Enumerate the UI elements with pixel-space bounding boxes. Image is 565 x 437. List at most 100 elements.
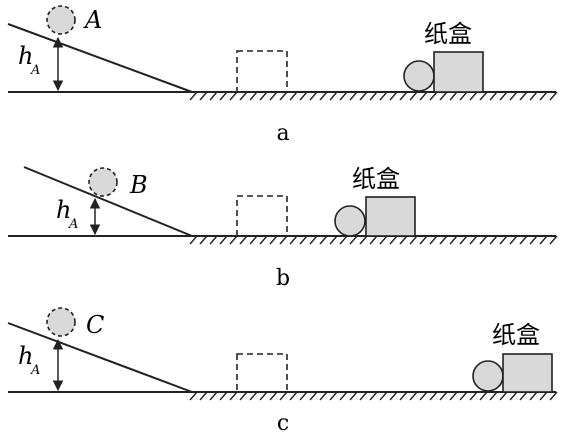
ball-label: A (83, 6, 102, 34)
hatch-tick (499, 235, 508, 245)
hatch-tick (219, 391, 228, 401)
hatch-tick (389, 235, 398, 245)
hatch-tick (399, 91, 408, 101)
height-label: h (18, 42, 33, 70)
hatch-tick (519, 391, 528, 401)
ball-at-box (472, 360, 504, 392)
hatch-tick (209, 91, 218, 101)
hatch-tick (529, 235, 538, 245)
hatch-tick (359, 391, 368, 401)
hatch-tick (439, 391, 448, 401)
panel-a: A h A 纸盒 a (7, 5, 558, 146)
hatch-tick (229, 235, 238, 245)
hatch-tick (259, 91, 268, 101)
ramp (7, 23, 193, 93)
hatch-tick (189, 391, 198, 401)
hatch-tick (189, 91, 198, 101)
hatch-tick (489, 391, 498, 401)
hatch-tick (379, 391, 388, 401)
panel-c: C h A 纸盒 c (7, 307, 558, 436)
hatch-tick (509, 391, 518, 401)
hatch-tick (469, 391, 478, 401)
hatch-tick (509, 235, 518, 245)
hatch-tick (289, 91, 298, 101)
hatch-tick (369, 235, 378, 245)
hatch-tick (389, 91, 398, 101)
hatch-tick (349, 391, 358, 401)
ground-hatching (189, 91, 558, 101)
hatch-tick (239, 391, 248, 401)
hatch-tick (279, 235, 288, 245)
hatch-tick (349, 235, 358, 245)
hatch-tick (269, 391, 278, 401)
hatch-tick (309, 91, 318, 101)
hatch-tick (459, 91, 468, 101)
hatch-tick (319, 91, 328, 101)
paper-box (433, 51, 484, 93)
box-label: 纸盒 (492, 321, 540, 349)
hatch-tick (209, 235, 218, 245)
hatch-tick (439, 235, 448, 245)
paper-box (365, 196, 416, 237)
hatch-tick (499, 91, 508, 101)
hatch-tick (369, 391, 378, 401)
hatch-tick (339, 235, 348, 245)
hatch-tick (219, 91, 228, 101)
hatch-tick (539, 235, 548, 245)
hatch-tick (419, 235, 428, 245)
height-subscript: A (30, 63, 40, 78)
box-label: 纸盒 (424, 20, 472, 48)
box-original-position (236, 50, 288, 93)
hatch-tick (419, 91, 428, 101)
box-original-position (236, 195, 288, 237)
hatch-tick (549, 91, 558, 101)
panel-b: B h A 纸盒 b (8, 165, 558, 291)
hatch-tick (399, 235, 408, 245)
hatch-tick (379, 91, 388, 101)
hatch-tick (449, 91, 458, 101)
hatch-tick (199, 91, 208, 101)
ball-start-position (46, 5, 76, 35)
hatch-tick (459, 235, 468, 245)
hatch-tick (419, 391, 428, 401)
hatch-tick (489, 91, 498, 101)
paper-box (502, 353, 553, 393)
hatch-tick (509, 91, 518, 101)
hatch-tick (549, 235, 558, 245)
hatch-tick (329, 91, 338, 101)
hatch-tick (469, 91, 478, 101)
hatch-tick (379, 235, 388, 245)
hatch-tick (489, 235, 498, 245)
hatch-tick (529, 91, 538, 101)
hatch-tick (479, 235, 488, 245)
hatch-tick (249, 235, 258, 245)
hatch-tick (339, 91, 348, 101)
hatch-tick (449, 391, 458, 401)
height-label: h (18, 342, 33, 370)
hatch-tick (239, 235, 248, 245)
height-subscript: A (68, 217, 78, 232)
panel-caption: c (277, 411, 289, 436)
hatch-tick (259, 235, 268, 245)
ball-label: C (86, 311, 104, 339)
hatch-tick (539, 91, 548, 101)
hatch-tick (289, 235, 298, 245)
hatch-tick (519, 235, 528, 245)
hatch-tick (279, 91, 288, 101)
ground-hatching (189, 391, 558, 401)
hatch-tick (329, 391, 338, 401)
hatch-tick (309, 235, 318, 245)
height-subscript: A (30, 363, 40, 378)
hatch-tick (319, 235, 328, 245)
hatch-tick (409, 391, 418, 401)
box-original-position (236, 353, 288, 393)
hatch-tick (229, 391, 238, 401)
hatch-tick (249, 91, 258, 101)
hatch-tick (229, 91, 238, 101)
hatch-tick (349, 91, 358, 101)
height-label: h (56, 196, 71, 224)
ball-at-box (334, 205, 366, 237)
ground-hatching (189, 235, 558, 245)
hatch-tick (329, 235, 338, 245)
